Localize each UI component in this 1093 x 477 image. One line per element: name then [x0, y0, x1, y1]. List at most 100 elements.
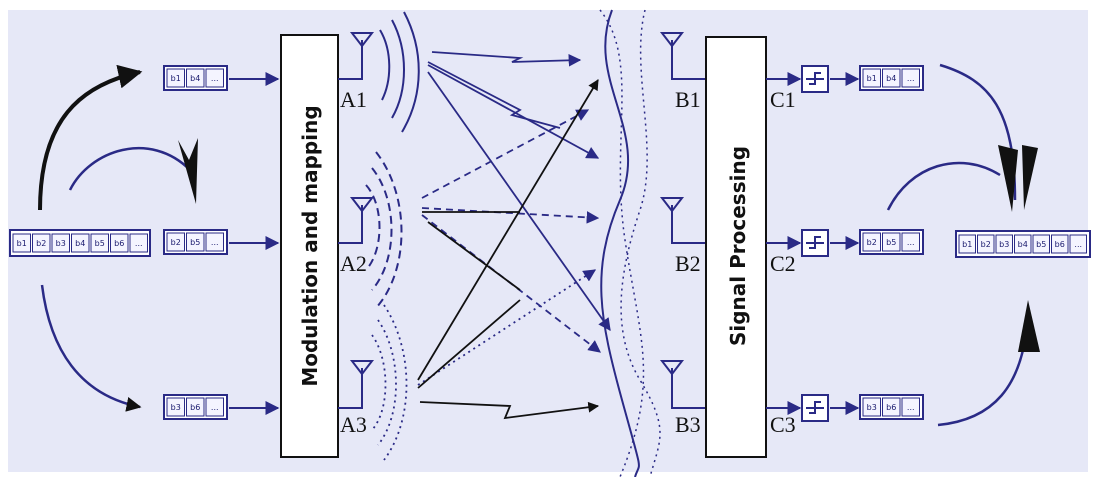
tx-stream-cell: b2 — [166, 232, 185, 252]
tx-label-a3: A3 — [340, 412, 367, 437]
merge-arrows — [886, 63, 1040, 427]
rx-stream-cell: b5 — [882, 232, 901, 252]
rx-stream-box: b1 b4... — [859, 65, 924, 91]
tx-label-a1: A1 — [340, 87, 367, 112]
tx-stream-cell-label: b5 — [190, 238, 200, 247]
rx-label-b3: B3 — [675, 412, 701, 437]
rx-label-b2: B2 — [675, 251, 701, 276]
tx-stream-cell-label: ... — [211, 403, 219, 412]
merge-arrowhead-bottom — [1018, 300, 1040, 352]
tx-stream-cell: ... — [205, 232, 224, 252]
merge-arrow-mid — [886, 161, 1001, 211]
rx-stream-cell: b6 — [882, 397, 901, 417]
tx-stream-cell: ... — [205, 397, 224, 417]
output-stream-cell: b2 — [977, 234, 995, 254]
output-stream-cell: b4 — [1014, 234, 1032, 254]
rx-streams: b1 b4... b2 b5... b3 b6... — [859, 65, 924, 420]
rx-stream-cell: ... — [901, 232, 920, 252]
modulation-block: Modulation and mapping — [280, 34, 339, 458]
rx-stream-box: b2 b5... — [859, 229, 924, 255]
rx-stream-cell-label: b4 — [886, 74, 896, 83]
rx-stream-cell-label: ... — [907, 238, 915, 247]
output-stream: b1 b2 b3 b4 b5 b6... — [955, 230, 1091, 258]
source-stream-cell-label: b6 — [114, 239, 124, 248]
tx-stream-cell-label: b6 — [190, 403, 200, 412]
decision-icon-c3 — [801, 394, 829, 422]
stream-input-arrows — [229, 72, 280, 415]
merge-arrowhead-top — [998, 145, 1018, 212]
source-stream-cell: b4 — [71, 233, 90, 253]
tx-stream-box: b3 b6... — [163, 394, 228, 420]
tx-stream-cell-label: ... — [211, 74, 219, 83]
tx-stream-cell: b6 — [186, 397, 205, 417]
source-stream-cell: b6 — [110, 233, 129, 253]
rx-antennas — [659, 32, 706, 409]
tx-stream-cell-label: b4 — [190, 74, 200, 83]
source-stream-cell: b1 — [12, 233, 31, 253]
source-stream: b1 b2 b3 b4 b5 b6... — [9, 229, 151, 257]
output-stream-cell-label: b1 — [962, 240, 972, 249]
split-arrows — [38, 64, 198, 412]
source-stream-cell-label: b4 — [75, 239, 85, 248]
tx-stream-cell-label: b1 — [171, 74, 181, 83]
tx-stream-cell: ... — [205, 68, 224, 88]
decision-icon-c1 — [801, 65, 829, 93]
source-stream-cell: b3 — [51, 233, 70, 253]
tx-stream-cell-label: ... — [211, 238, 219, 247]
output-stream-cell-label: b5 — [1036, 240, 1046, 249]
tx-stream-cell: b3 — [166, 397, 185, 417]
tx-stream-cell: b5 — [186, 232, 205, 252]
tx-streams: b1 b4... b2 b5... b3 b6... — [163, 65, 228, 420]
source-stream-cell: b5 — [90, 233, 109, 253]
source-stream-cell: b2 — [32, 233, 51, 253]
tx-label-a2: A2 — [340, 251, 367, 276]
output-stream-cell-label: b2 — [981, 240, 991, 249]
output-stream-cell: b1 — [958, 234, 976, 254]
wave-a3 — [371, 304, 408, 461]
tx-stream-cell-label: b3 — [171, 403, 181, 412]
curve-arrow-top — [38, 64, 143, 211]
rx-stream-cell: ... — [901, 397, 920, 417]
curve-arrow-bottom — [40, 284, 142, 412]
tx-stream-box: b2 b5... — [163, 229, 228, 255]
signal-processing-block: Signal Processing — [705, 36, 767, 458]
rx-stream-cell-label: b6 — [886, 403, 896, 412]
source-stream-cell: ... — [129, 233, 148, 253]
rx-stream-cell: b1 — [862, 68, 881, 88]
rx-label-b1: B1 — [675, 87, 701, 112]
channel-medium — [599, 9, 661, 477]
merge-arrowhead-top2 — [1022, 145, 1038, 210]
channel-paths — [417, 51, 611, 420]
rx-stream-cell-label: b2 — [867, 238, 877, 247]
decision-blocks — [801, 65, 829, 422]
out-label-c1: C1 — [770, 87, 796, 112]
output-stream-cell-label: ... — [1074, 240, 1082, 249]
output-stream-cell: b6 — [1051, 234, 1069, 254]
output-stream-cell-label: b6 — [1055, 240, 1065, 249]
signal-processing-label: Signal Processing — [726, 146, 750, 346]
rx-stream-cell-label: b3 — [867, 403, 877, 412]
tx-stream-box: b1 b4... — [163, 65, 228, 91]
rx-stream-cell-label: ... — [907, 74, 915, 83]
decision-icon-c2 — [801, 229, 829, 257]
tx-stream-cell-label: b2 — [171, 238, 181, 247]
rx-stream-cell-label: b5 — [886, 238, 896, 247]
source-stream-cell-label: ... — [135, 239, 143, 248]
curve-arrow-mid — [68, 146, 191, 191]
source-stream-cell-label: b1 — [17, 239, 27, 248]
output-stream-cell-label: b3 — [999, 240, 1009, 249]
output-stream-cell: b3 — [995, 234, 1013, 254]
rx-stream-cell: ... — [901, 68, 920, 88]
source-stream-cell-label: b5 — [95, 239, 105, 248]
tx-antennas — [338, 32, 375, 409]
source-stream-cell-label: b2 — [36, 239, 46, 248]
wave-a1 — [379, 11, 420, 133]
rx-stream-cell: b2 — [862, 232, 881, 252]
out-label-c2: C2 — [770, 251, 796, 276]
curve-arrowhead-mid — [178, 138, 198, 204]
source-stream-cell-label: b3 — [56, 239, 66, 248]
rx-stream-cell: b3 — [862, 397, 881, 417]
output-arrows — [766, 72, 860, 415]
output-stream-cell: ... — [1069, 234, 1087, 254]
